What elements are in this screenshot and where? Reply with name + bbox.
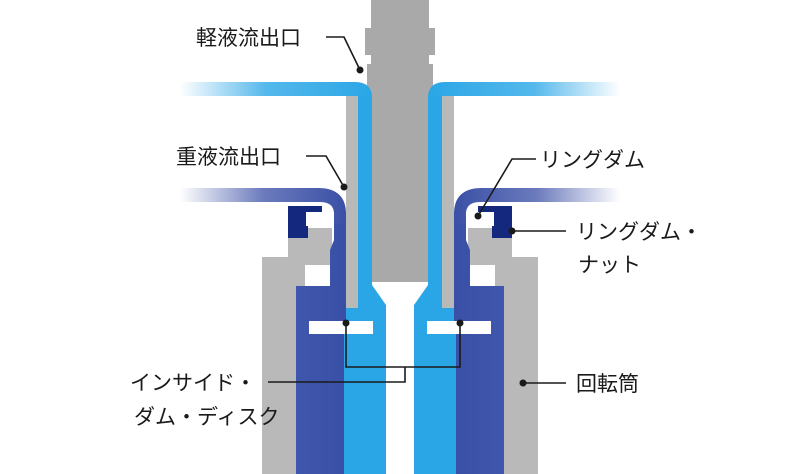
heavy-liquid-column-left (296, 224, 346, 474)
heavy-liquid-outlet-right-channel (454, 188, 620, 224)
partition-wall-left-outer (352, 104, 358, 304)
ring-dam-left (306, 212, 334, 226)
ring-dam-right (466, 212, 494, 226)
light-liquid-outlet-left-channel (180, 82, 372, 104)
label-heavy-liquid-outlet: 重液流出口 (176, 145, 281, 169)
leader-heavy-liquid-outlet (306, 155, 348, 191)
light-liquid-column-right-lower (414, 285, 456, 474)
leader-rotating-cylinder (519, 379, 566, 387)
inside-dam-disk-right (427, 321, 491, 334)
label-inside-dam-disk-line1: インサイド・ (130, 371, 256, 395)
light-liquid-column-left-upper (358, 96, 372, 302)
heavy-liquid-outlet-left-channel (180, 188, 346, 224)
label-ring-dam-nut-line2: ナット (578, 253, 641, 277)
label-rotating-cylinder: 回転筒 (576, 372, 639, 396)
label-inside-dam-disk-line2: ダム・ディスク (134, 405, 280, 429)
leader-ring-dam (474, 158, 536, 220)
light-liquid-column-right-upper (428, 96, 442, 302)
label-ring-dam-nut-line1: リングダム・ (576, 220, 702, 244)
label-light-liquid-outlet: 軽液流出口 (196, 26, 301, 50)
inside-dam-disk-left (309, 321, 373, 334)
leader-ring-dam-nut (508, 227, 566, 235)
leader-light-liquid-outlet (326, 36, 364, 74)
heavy-liquid-column-right (454, 224, 504, 474)
heavy-liquid-flow (180, 188, 620, 474)
light-liquid-column-left-lower (344, 285, 386, 474)
light-liquid-outlet-right-channel (428, 82, 620, 104)
partition-wall-right-outer (442, 104, 448, 304)
label-ring-dam: リングダム (540, 148, 645, 172)
leader-inside-dam-disk (268, 319, 464, 383)
central-shaft (365, 0, 435, 282)
